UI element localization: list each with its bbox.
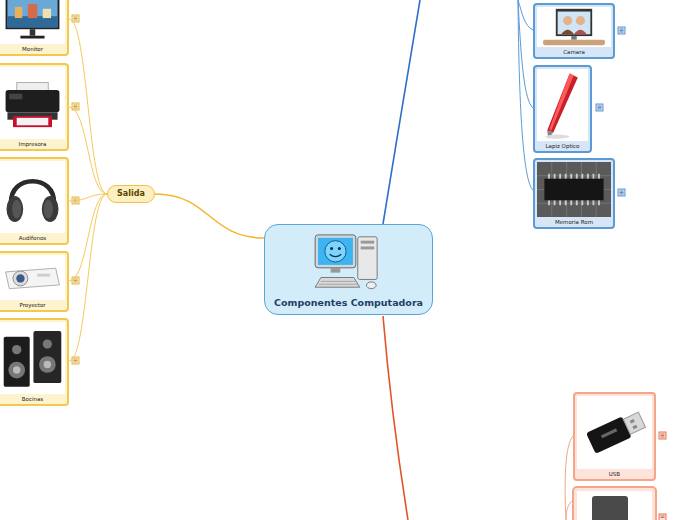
illustration (537, 69, 588, 141)
image-card: Camara (533, 3, 615, 59)
partial-box (573, 487, 656, 520)
image-card: Bocinas (0, 318, 69, 406)
branch-topic: Salida (107, 185, 155, 203)
branch-line (565, 436, 573, 520)
branch-connector (69, 19, 107, 194)
card-caption: Bocinas (22, 396, 43, 403)
illustration (0, 0, 65, 44)
branch-connector (69, 194, 107, 361)
note-icons (72, 15, 666, 520)
image-card: Impresora (0, 63, 69, 151)
illustration (0, 322, 65, 394)
illustration (0, 161, 65, 233)
branch-line (383, 316, 408, 520)
branch-line (518, 0, 533, 190)
card-caption: Proyector (19, 302, 45, 309)
card-caption: Impresora (19, 141, 47, 148)
image-card: Proyector (0, 251, 69, 312)
card-caption: USB (609, 471, 620, 478)
device-picture (592, 496, 628, 520)
illustration (311, 231, 389, 293)
image-card: Audifonos (0, 157, 69, 245)
illustration (0, 255, 65, 300)
card-caption: Audifonos (19, 235, 46, 242)
branch-line (518, 0, 533, 30)
illustration (0, 67, 65, 139)
illustration (537, 7, 611, 47)
card-caption: Monitor (22, 46, 43, 53)
branch-connector (69, 194, 107, 281)
branch-title: Salida (117, 189, 145, 199)
card-caption: Camara (563, 49, 585, 56)
branch-connector (155, 194, 264, 238)
card-caption: Lapiz Optico (546, 143, 580, 150)
image-card: USB (573, 392, 656, 481)
branch-connector (69, 107, 107, 194)
illustration (537, 162, 611, 217)
image-card: Memoria Rom (533, 158, 615, 229)
central-topic: Componentes Computadora (264, 224, 433, 315)
image-card: Monitor (0, 0, 69, 56)
card-caption: Memoria Rom (555, 219, 593, 226)
branch-line (383, 0, 420, 224)
illustration (577, 396, 652, 469)
partial-box-picture (577, 491, 652, 520)
image-card: Lapiz Optico (533, 65, 592, 153)
topic-title: Componentes Computadora (274, 297, 423, 308)
branch-line (566, 500, 573, 520)
